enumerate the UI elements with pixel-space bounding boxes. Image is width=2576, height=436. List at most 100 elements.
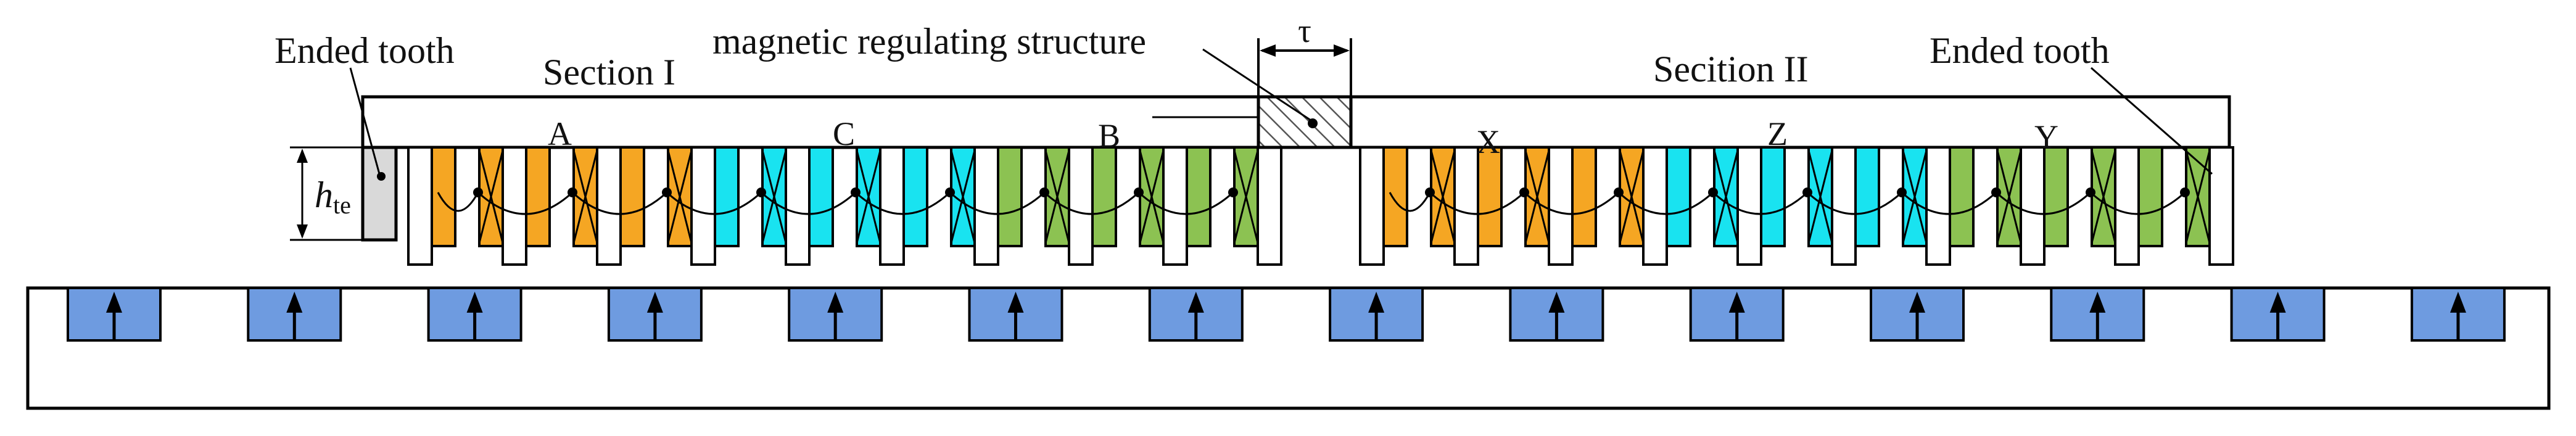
coil-side xyxy=(1854,146,1880,247)
coil-cross xyxy=(2185,150,2211,244)
primary-tooth xyxy=(690,146,716,266)
hte-arrow-bottom xyxy=(297,224,308,239)
phase-label-X: X xyxy=(1476,123,1500,160)
tau-arrow-left xyxy=(1260,44,1276,57)
primary-tooth xyxy=(1068,146,1094,266)
coil-cross xyxy=(1713,150,1739,244)
coil-connection xyxy=(1043,191,1140,215)
primary-tooth xyxy=(785,146,811,266)
coil-cross xyxy=(478,150,504,244)
coil-connection xyxy=(1617,191,1714,215)
coil-cross xyxy=(1996,150,2022,244)
left-end-tooth-dot xyxy=(377,172,386,181)
coil-side xyxy=(2043,146,2069,247)
coil-side xyxy=(997,146,1023,247)
phase-label-B: B xyxy=(1098,117,1120,154)
coil-side xyxy=(619,146,645,247)
coil-connection xyxy=(571,191,668,215)
coil-connection xyxy=(477,191,574,215)
left-ended-tooth-leader xyxy=(349,67,381,175)
coil-side xyxy=(714,146,740,247)
coil-connection xyxy=(1523,191,1620,215)
primary-tooth xyxy=(1642,146,1668,266)
primary-tooth xyxy=(2208,146,2234,266)
left-ended-tooth xyxy=(361,146,398,242)
permanent-magnets xyxy=(67,287,2506,342)
up-arrow-icon xyxy=(1187,292,1204,313)
primary-tooth xyxy=(407,146,433,266)
left-ended-tooth-label: Ended tooth xyxy=(275,30,455,71)
up-arrow-icon xyxy=(827,292,844,313)
primary-tooth xyxy=(973,146,999,266)
primary-tooth xyxy=(2020,146,2046,266)
primary-tooth xyxy=(1831,146,1857,266)
coil-side xyxy=(1477,146,1503,247)
coil-cross xyxy=(1619,150,1645,244)
coil-side xyxy=(1382,146,1408,247)
up-arrow-icon xyxy=(2269,292,2286,313)
magnetic-structure-label: magnetic regulating structure xyxy=(712,21,1146,62)
coil-cross xyxy=(1233,150,1259,244)
primary-tooth xyxy=(879,146,905,266)
up-arrow-icon xyxy=(466,292,483,313)
coil-cross xyxy=(2091,150,2116,244)
primary-tooth xyxy=(1359,146,1385,266)
coil-side xyxy=(1949,146,1975,247)
section-2-label: Secition II xyxy=(1653,49,1809,89)
magnetic-regulating-structure xyxy=(1257,95,1353,149)
coil-cross xyxy=(1902,150,1928,244)
hte-label: hte xyxy=(315,175,351,219)
phase-label-Z: Z xyxy=(1767,115,1788,152)
coil-connection xyxy=(1389,192,1431,212)
coil-side xyxy=(902,146,928,247)
coil-connection xyxy=(1137,191,1234,215)
phase-label-A: A xyxy=(548,115,572,152)
coil-connection xyxy=(1712,191,1809,215)
coil-side xyxy=(525,146,551,247)
coil-connection xyxy=(1429,191,1525,215)
primary-tooth xyxy=(2114,146,2140,266)
coil-cross xyxy=(667,150,693,244)
up-arrow-icon xyxy=(1007,292,1024,313)
primary-tooth xyxy=(502,146,527,266)
primary-tooth xyxy=(1548,146,1574,266)
coil-connection xyxy=(437,192,479,212)
primary-tooth xyxy=(596,146,622,266)
up-arrow-icon xyxy=(1728,292,1745,313)
coil-cross xyxy=(856,150,881,244)
coil-cross xyxy=(761,150,787,244)
section-1-label: Section I xyxy=(543,52,675,93)
coil-side xyxy=(431,146,456,247)
coil-connection xyxy=(1901,191,1997,215)
coil-connection xyxy=(760,191,857,215)
coil-side xyxy=(1186,146,1212,247)
primary-tooth xyxy=(1162,146,1188,266)
coil-cross xyxy=(1044,150,1070,244)
primary-tooth xyxy=(1453,146,1479,266)
coil-side xyxy=(1091,146,1117,247)
coil-cross xyxy=(572,150,598,244)
coil-side xyxy=(1760,146,1786,247)
phase-label-C: C xyxy=(833,115,855,152)
coil-side xyxy=(1666,146,1691,247)
coil-side xyxy=(808,146,834,247)
primary-tooth xyxy=(1925,146,1951,266)
coil-side xyxy=(2137,146,2163,247)
up-arrow-icon xyxy=(286,292,303,313)
coil-connection xyxy=(1995,191,2092,215)
tau-label: τ xyxy=(1298,12,1311,49)
structure-leader xyxy=(1202,48,1311,121)
hte-label-subscript: te xyxy=(333,191,351,219)
up-arrow-icon xyxy=(2450,292,2466,313)
coil-cross xyxy=(950,150,976,244)
up-arrow-icon xyxy=(1909,292,1925,313)
hte-label-h: h xyxy=(315,175,333,215)
up-arrow-icon xyxy=(106,292,122,313)
up-arrow-icon xyxy=(646,292,663,313)
up-arrow-icon xyxy=(1368,292,1385,313)
coil-connection xyxy=(666,191,762,215)
coil-cross xyxy=(1524,150,1550,244)
phase-label-Y: Y xyxy=(2034,118,2058,155)
coil-cross xyxy=(1139,150,1165,244)
section-1-teeth xyxy=(407,146,1282,266)
